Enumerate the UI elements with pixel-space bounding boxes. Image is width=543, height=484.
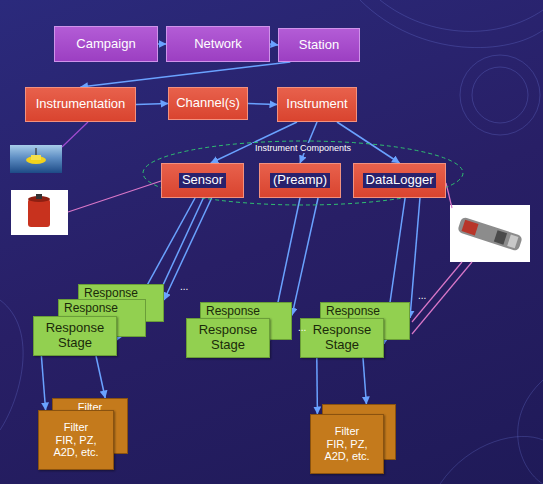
- response-stage-card: Response Stage: [186, 318, 270, 358]
- ellipsis-label: ...: [418, 290, 426, 301]
- hierarchy-box: Station: [278, 28, 360, 62]
- component-box: (Preamp): [259, 163, 341, 198]
- node-title: Filter: [64, 421, 88, 434]
- ellipsis-label: ...: [180, 281, 188, 292]
- node-title: DataLogger: [363, 173, 437, 188]
- node-title: Response Stage: [191, 323, 265, 353]
- component-box: Channel(s): [168, 87, 248, 120]
- node-title: Filter: [335, 425, 359, 438]
- arrow-connector: [158, 43, 166, 45]
- component-box: Instrument: [277, 87, 357, 122]
- filter-card: FilterFIR, PZ, A2D, etc.: [310, 414, 384, 474]
- node-body: FIR, PZ, A2D, etc.: [51, 434, 101, 459]
- arrow-connector: [164, 198, 212, 300]
- component-box: Sensor: [161, 163, 244, 198]
- node-title: Instrument: [286, 97, 347, 112]
- node-title: Channel(s): [176, 96, 240, 111]
- sensor-photo: [11, 190, 68, 235]
- arrow-connector: [270, 44, 278, 45]
- node-title: Instrumentation: [36, 97, 126, 112]
- node-title: Instrument Components: [252, 143, 354, 153]
- response-stage-card: Response Stage: [300, 318, 384, 358]
- hierarchy-box: Network: [166, 26, 270, 62]
- buoy-photo: [10, 145, 62, 173]
- arrow-connector: [292, 198, 318, 315]
- component-box: Instrumentation: [25, 87, 136, 122]
- response-stage-card: Response Stage: [33, 316, 117, 356]
- arrow-connector: [96, 356, 105, 398]
- filter-card: FilterFIR, PZ, A2D, etc.: [38, 410, 114, 470]
- arrow-connector: [81, 62, 291, 87]
- node-title: Response: [326, 305, 380, 319]
- node-title: Campaign: [76, 37, 135, 52]
- group-ellipse: Instrument ComponentsSensor (Preamp) DataL…: [142, 140, 464, 206]
- arrow-connector: [248, 104, 277, 105]
- arrow-connector: [363, 358, 366, 404]
- node-title: Response: [64, 302, 118, 316]
- node-title: Response Stage: [305, 323, 379, 353]
- datalogger-photo: [450, 205, 530, 262]
- dashed-ellipse-outline: [143, 141, 463, 205]
- node-title: Station: [299, 38, 339, 53]
- node-title: Network: [194, 37, 242, 52]
- arrow-connector: [136, 104, 168, 105]
- ellipsis-label: ...: [298, 322, 306, 333]
- arrow-connector: [41, 356, 45, 410]
- node-title: (Preamp): [270, 173, 330, 188]
- arrow-connector: [316, 358, 318, 414]
- component-box: DataLogger: [353, 163, 446, 198]
- node-title: Response: [206, 305, 260, 319]
- hierarchy-box: Campaign: [54, 26, 158, 62]
- node-title: Sensor: [179, 173, 226, 188]
- node-title: Response Stage: [38, 321, 112, 351]
- node-body: FIR, PZ, A2D, etc.: [323, 438, 371, 463]
